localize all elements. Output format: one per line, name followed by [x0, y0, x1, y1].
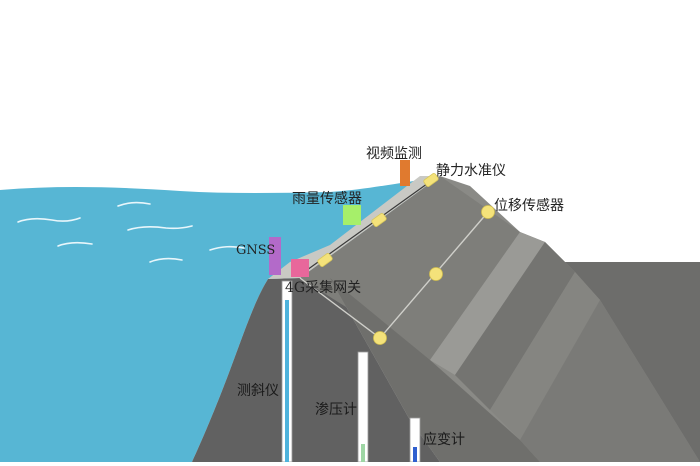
dam-berm-3 [490, 272, 600, 440]
displacement-sensor-1 [373, 331, 387, 345]
leveling-sensors [317, 173, 439, 267]
displacement-sensor-2 [429, 267, 443, 281]
dam-berm-1 [430, 232, 545, 375]
label-gnss: GNSS [236, 243, 276, 258]
label-rain: 雨量传感器 [292, 191, 362, 207]
dam-body [192, 278, 440, 462]
label-piezometer: 渗压计 [315, 402, 357, 418]
gateway-sensor [291, 259, 309, 277]
strain-gauge-tube [409, 417, 421, 463]
dam-slope-upper [300, 176, 520, 360]
label-displacement: 位移传感器 [494, 198, 564, 214]
displacement-sensor-3 [481, 205, 495, 219]
gnss-sensor [269, 237, 281, 275]
rain-sensor [343, 205, 361, 225]
label-video: 视频监测 [366, 146, 422, 162]
dam-berm-2 [455, 242, 575, 410]
water-waves [17, 201, 245, 263]
dam-far-slope [520, 300, 700, 462]
label-inclinometer: 测斜仪 [237, 383, 279, 399]
piezometer-tube [357, 351, 369, 463]
inclinometer-tube [281, 280, 293, 463]
displacement-sensors [373, 205, 495, 345]
label-strain: 应变计 [423, 432, 465, 448]
leveling-sensor-2 [371, 213, 387, 227]
video-monitor-sensor [400, 160, 410, 186]
dam-lower-face [330, 278, 540, 462]
leveling-sensor-3 [423, 173, 439, 187]
label-gateway: 4G采集网关 [285, 280, 362, 296]
leveling-sensor-1 [317, 253, 333, 267]
dam-crest [268, 176, 440, 279]
label-leveling: 静力水准仪 [436, 163, 506, 179]
